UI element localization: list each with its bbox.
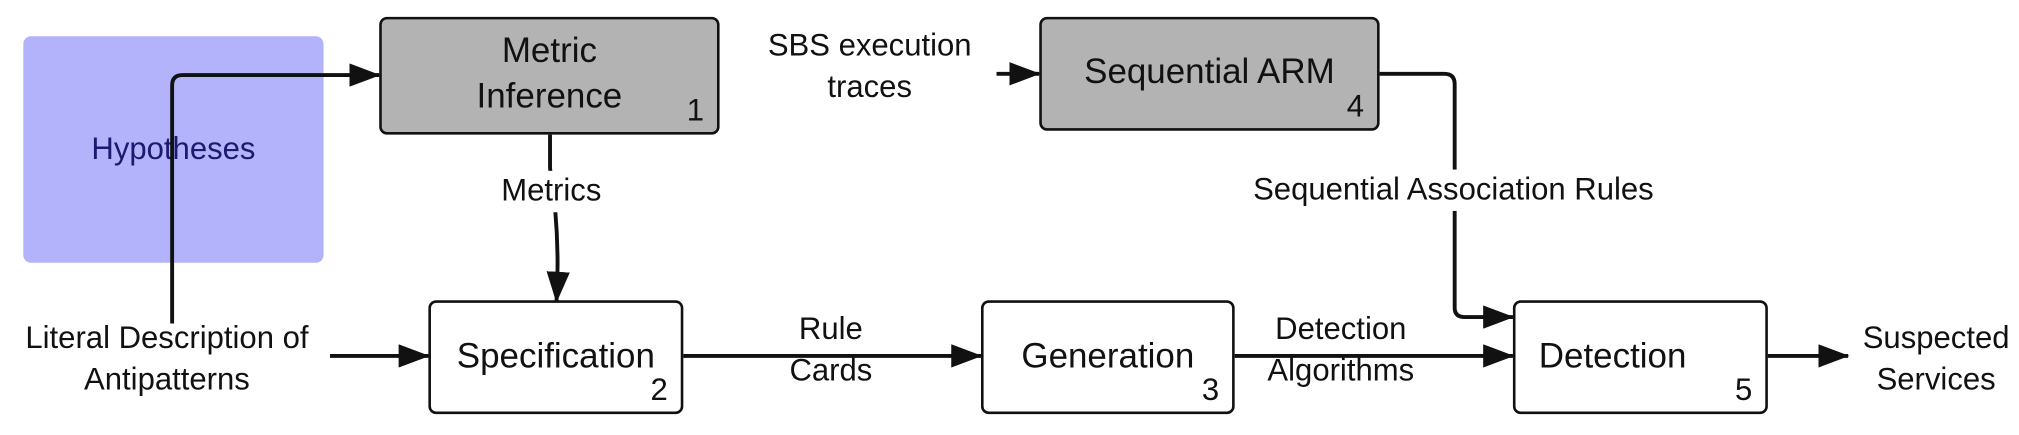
metric-inference-title-line1: Metric (501, 31, 597, 70)
sequential-arm-box: Sequential ARM 4 (1039, 16, 1380, 131)
generation-number: 3 (1201, 372, 1220, 408)
literal-description-line2: Antipatterns (84, 362, 250, 398)
specification-box: Specification 2 (428, 300, 684, 415)
metric-inference-number: 1 (686, 93, 705, 129)
generation-box: Generation 3 (981, 300, 1235, 415)
rule-cards-line1: Rule (798, 311, 863, 347)
literal-description-label: Literal Description of Antipatterns (5, 318, 329, 401)
specification-title: Specification (456, 336, 655, 376)
rule-cards-label: Rule Cards (766, 309, 895, 392)
suspected-services-line2: Services (1876, 362, 1996, 398)
detection-algorithms-line2: Algorithms (1267, 353, 1415, 389)
sequential-rules-label: Sequential Association Rules (1229, 169, 1678, 211)
sbs-traces-label: SBS execution traces (753, 26, 986, 109)
metric-inference-title-line2: Inference (476, 76, 623, 116)
arrow-literal-to-metric-inference (170, 63, 381, 324)
suspected-services-line1: Suspected (1862, 320, 2010, 356)
sequential-arm-title: Sequential ARM (1084, 51, 1335, 91)
rule-cards-line2: Cards (789, 353, 873, 389)
sbs-traces-line2: traces (827, 69, 912, 105)
suspected-services-label: Suspected Services (1851, 318, 2019, 401)
literal-description-line1: Literal Description of (25, 320, 309, 356)
detection-box: Detection 5 (1512, 300, 1768, 415)
generation-title: Generation (1021, 336, 1195, 376)
detection-algorithms-label: Detection Algorithms (1250, 309, 1431, 392)
detection-algorithms-line1: Detection (1275, 311, 1407, 347)
metrics-label: Metrics (473, 170, 629, 213)
metric-inference-box: Metric Inference 1 (379, 16, 720, 135)
sbs-traces-line1: SBS execution (767, 28, 972, 64)
specification-number: 2 (650, 372, 668, 408)
sequential-arm-number: 4 (1346, 89, 1365, 125)
detection-title: Detection (1538, 336, 1687, 376)
arrow-metric-to-specification (546, 134, 570, 303)
detection-number: 5 (1735, 372, 1753, 408)
